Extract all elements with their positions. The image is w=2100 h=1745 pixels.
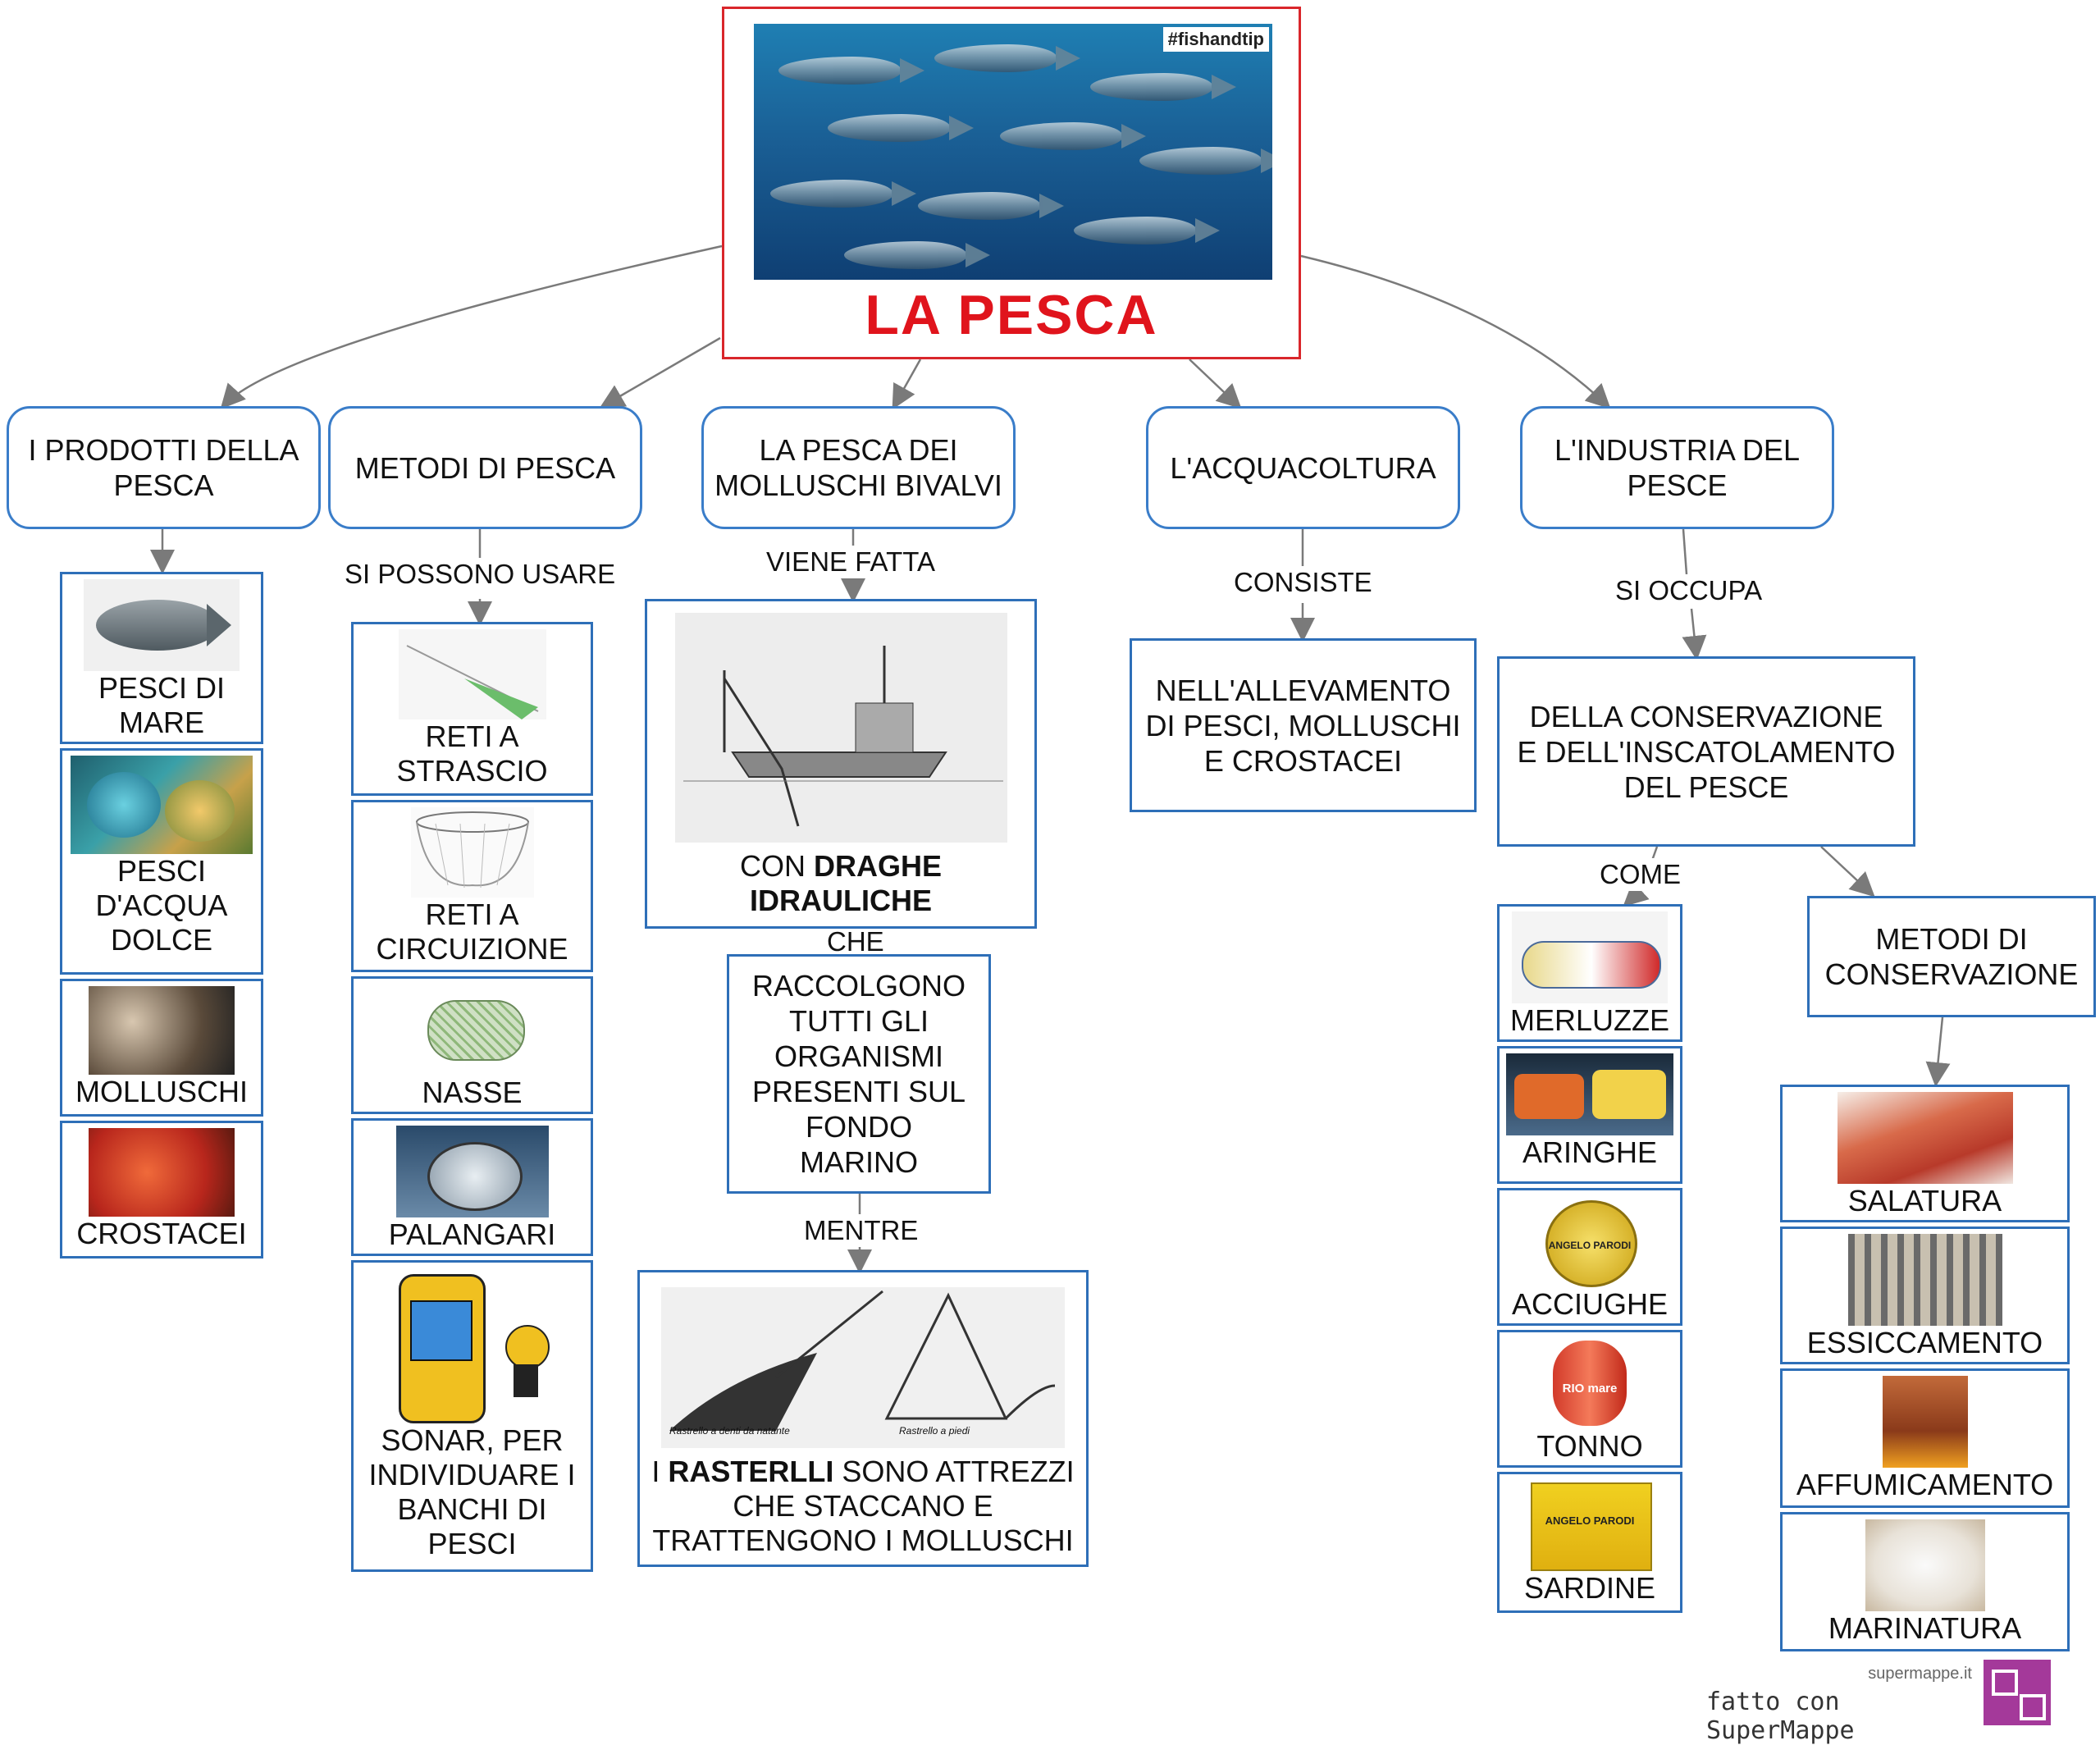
node-reti-a-circuizione: RETI A CIRCUIZIONE <box>351 800 593 972</box>
node-label: TONNO <box>1536 1429 1643 1463</box>
node-pesci-di-mare: PESCI DI MARE <box>60 572 263 744</box>
link-label-come: COME <box>1596 858 1684 891</box>
node-raccolgono: RACCOLGONO TUTTI GLI ORGANISMI PRESENTI … <box>727 954 991 1194</box>
node-affumicamento: AFFUMICAMENTO <box>1780 1368 2070 1508</box>
tuna-school-photo: #fishandtip <box>754 24 1272 280</box>
node-label: MOLLUSCHI <box>75 1075 249 1108</box>
link-label-si-possono-usare: SI POSSONO USARE <box>341 558 619 591</box>
rastrelli-bold: RASTERLLI <box>668 1455 834 1488</box>
root-title: LA PESCA <box>865 284 1158 346</box>
sea-fish-icon <box>84 579 240 671</box>
can-aringhe-icon <box>1506 1053 1673 1135</box>
category-prodotti: I PRODOTTI DELLA PESCA <box>7 406 321 529</box>
node-merluzze: MERLUZZE <box>1497 904 1682 1042</box>
node-draghe-idrauliche: CON DRAGHE IDRAULICHE <box>645 599 1037 929</box>
category-bivalvi: LA PESCA DEI MOLLUSCHI BIVALVI <box>701 406 1016 529</box>
draghe-bold: DRAGHE IDRAULICHE <box>750 849 942 917</box>
link-label-mentre: MENTRE <box>801 1214 922 1247</box>
node-label: PESCI D'ACQUA DOLCE <box>95 854 228 957</box>
trawl-net-icon <box>398 629 546 719</box>
link-label-si-occupa: SI OCCUPA <box>1612 574 1766 607</box>
mollusks-icon <box>89 986 235 1075</box>
purse-seine-icon <box>410 807 534 898</box>
node-metodi-conservazione: METODI DI CONSERVAZIONE <box>1807 896 2096 1017</box>
node-label: CROSTACEI <box>76 1217 247 1250</box>
node-essiccamento: ESSICCAMENTO <box>1780 1227 2070 1364</box>
can-acciughe-icon: ANGELO PARODI <box>1541 1195 1639 1287</box>
link-label-che: CHE <box>824 925 888 958</box>
node-sonar: SONAR, PER INDIVIDUARE I BANCHI DI PESCI <box>351 1260 593 1572</box>
node-crostacei: CROSTACEI <box>60 1121 263 1259</box>
node-palangari: PALANGARI <box>351 1118 593 1256</box>
longline-basket-icon <box>395 1126 549 1217</box>
can-brand: ANGELO PARODI <box>1548 1240 1632 1251</box>
node-aringhe: ARINGHE <box>1497 1046 1682 1184</box>
node-label: ACCIUGHE <box>1511 1287 1669 1321</box>
node-label: PALANGARI <box>388 1217 556 1251</box>
node-acciughe: ANGELO PARODI ACCIUGHE <box>1497 1188 1682 1326</box>
draghe-prefix: CON <box>739 849 814 883</box>
freshwater-fish-icon <box>71 756 253 854</box>
node-label: SARDINE <box>1523 1571 1656 1605</box>
node-tonno: RIO mare TONNO <box>1497 1330 1682 1468</box>
credit-site: supermappe.it <box>1868 1665 1972 1683</box>
can-brand: ANGELO PARODI <box>1545 1514 1635 1527</box>
node-label: ESSICCAMENTO <box>1806 1326 2043 1359</box>
link-label-viene-fatta: VIENE FATTA <box>763 546 938 578</box>
hashtag-label: #fishandtip <box>1162 27 1269 52</box>
marinating-icon <box>1865 1519 1985 1611</box>
node-marinatura: MARINATURA <box>1780 1512 2070 1651</box>
rakes-drawing-icon: Rastrello a denti da natante Rastrello a… <box>661 1287 1065 1448</box>
node-allevamento: NELL'ALLEVAMENTO DI PESCI, MOLLUSCHI E C… <box>1130 638 1477 812</box>
node-label: ARINGHE <box>1522 1135 1658 1169</box>
can-sardine-icon: ANGELO PARODI <box>1526 1479 1654 1571</box>
category-acquacoltura: L'ACQUACOLTURA <box>1146 406 1460 529</box>
drying-icon <box>1847 1234 2002 1326</box>
link-label-consiste: CONSISTE <box>1230 566 1376 599</box>
node-reti-a-strascio: RETI A STRASCIO <box>351 622 593 796</box>
rake-caption-right: Rastrello a piedi <box>899 1425 970 1437</box>
can-merluzzi-icon <box>1512 911 1668 1003</box>
node-nasse: NASSE <box>351 976 593 1114</box>
rastrelli-prefix: I <box>651 1455 669 1488</box>
category-metodi: METODI DI PESCA <box>328 406 642 529</box>
smoking-icon <box>1882 1376 1968 1468</box>
node-label: AFFUMICAMENTO <box>1796 1468 2054 1501</box>
node-label: RETI A CIRCUIZIONE <box>376 898 568 966</box>
node-salatura: SALATURA <box>1780 1085 2070 1222</box>
fish-finder-icon <box>373 1268 571 1423</box>
node-molluschi: MOLLUSCHI <box>60 979 263 1117</box>
salting-icon <box>1837 1092 2013 1184</box>
node-label: SONAR, PER INDIVIDUARE I BANCHI DI PESCI <box>368 1423 576 1560</box>
supermappe-credit: supermappe.it fatto con SuperMappe <box>1706 1656 2051 1745</box>
node-rastrelli: Rastrello a denti da natante Rastrello a… <box>637 1270 1089 1567</box>
node-label: MARINATURA <box>1828 1611 2022 1645</box>
node-label: SALATURA <box>1847 1184 2002 1217</box>
rake-caption-left: Rastrello a denti da natante <box>669 1425 790 1437</box>
can-tonno-icon: RIO mare <box>1545 1337 1635 1429</box>
node-label: MERLUZZE <box>1509 1003 1669 1037</box>
category-industria: L'INDUSTRIA DEL PESCE <box>1520 406 1834 529</box>
crustaceans-icon <box>89 1128 235 1217</box>
node-pesci-acqua-dolce: PESCI D'ACQUA DOLCE <box>60 748 263 975</box>
dredge-boat-drawing-icon <box>674 613 1007 843</box>
fish-trap-icon <box>414 984 530 1076</box>
can-brand: RIO mare <box>1562 1382 1618 1396</box>
rastrelli-rest: SONO ATTREZZI CHE STACCANO E TRATTENGONO… <box>652 1455 1075 1557</box>
node-label: PESCI DI MARE <box>98 671 226 739</box>
node-label: NASSE <box>422 1076 523 1109</box>
node-conservazione: DELLA CONSERVAZIONE E DELL'INSCATOLAMENT… <box>1497 656 1915 847</box>
root-node: #fishandtip LA PESCA <box>722 7 1301 359</box>
node-label: RETI A STRASCIO <box>396 719 548 788</box>
supermappe-logo-icon <box>1984 1660 2051 1725</box>
node-sardine: ANGELO PARODI SARDINE <box>1497 1472 1682 1613</box>
